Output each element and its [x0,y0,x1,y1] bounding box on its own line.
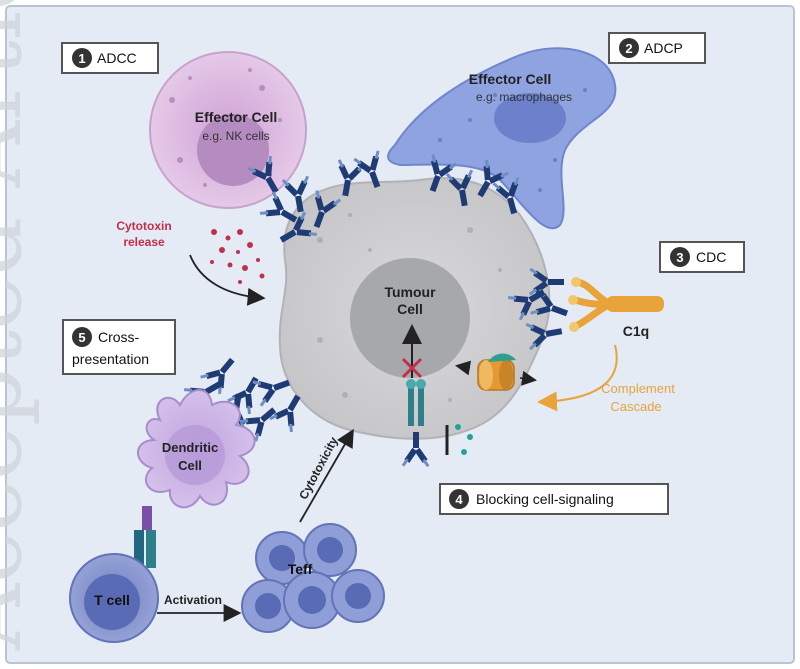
label-cross-presentation: 5 Cross- presentation [62,319,176,375]
blocked-signal-icon [401,357,423,379]
dendritic-label-line2: Cell [178,458,202,473]
svg-text:ADCP: ADCP [644,40,683,56]
cytotoxin-label-line2: release [123,235,165,249]
label-adcc: 1 ADCC [61,42,159,74]
cytotoxin-dots [210,229,265,284]
svg-text:Blocking cell-signaling: Blocking cell-signaling [476,491,614,507]
nk-cell-subtitle: e.g. NK cells [202,129,269,143]
label-blocking: 4 Blocking cell-signaling [439,483,669,515]
svg-text:presentation: presentation [72,351,149,367]
svg-text:ADCC: ADCC [97,50,137,66]
mhc-tcr-complex [134,506,156,568]
activation-label: Activation [164,593,222,607]
membrane-attack-complex [455,353,537,391]
cytotoxin-label-line1: Cytotoxin [116,219,171,233]
svg-text:2: 2 [625,41,632,56]
complement-label-line1: Complement [601,381,675,396]
svg-text:3: 3 [676,250,683,265]
svg-text:CDC: CDC [696,249,726,265]
c1q-complement [568,277,664,332]
dendritic-cell [137,389,256,509]
watermark: Accepted Article [0,0,42,651]
svg-text:5: 5 [78,330,85,345]
macrophage-title: Effector Cell [469,71,551,87]
t-cell [69,553,159,643]
complement-label-line2: Cascade [610,399,661,414]
svg-text:1: 1 [78,51,85,66]
tumour-label-line2: Cell [397,301,423,317]
macrophage-subtitle: e.g. macrophages [476,90,572,104]
teff-label: Teff [288,561,313,577]
label-adcp: 2 ADCP [608,32,706,64]
t-cell-label: T cell [94,592,130,608]
teff-cells [241,523,385,633]
tumour-label-line1: Tumour [384,284,436,300]
receptor-blocking [406,379,473,455]
label-cdc: 3 CDC [659,241,745,273]
dendritic-label-line1: Dendritic [162,440,218,455]
svg-text:Cross-: Cross- [98,329,140,345]
macrophage-effector-cell [387,47,617,229]
nk-cell-title: Effector Cell [195,109,277,125]
svg-text:4: 4 [455,492,463,507]
c1q-label: C1q [623,323,649,339]
